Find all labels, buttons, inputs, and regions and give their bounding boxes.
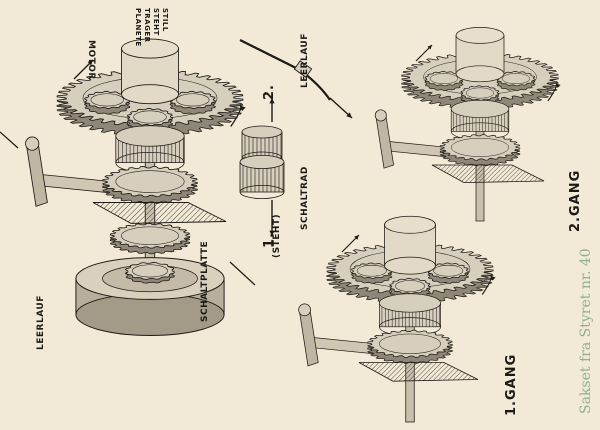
main-assembly: [25, 38, 246, 336]
lever-pivot: [25, 136, 40, 151]
shift-rod: [35, 173, 113, 194]
schaltrad-upper: [241, 125, 283, 165]
lower-cable: [229, 261, 256, 286]
shift-plate: [358, 362, 479, 382]
rotation-arrow-left: [73, 59, 94, 80]
cable-arrow: [329, 97, 353, 119]
lever-pivot: [298, 303, 311, 317]
shift-plate: [431, 164, 545, 184]
pinion-gear: [109, 222, 191, 255]
schaltrad-lower: [239, 154, 285, 199]
planet-gear-right: [496, 71, 536, 91]
shift-gear: [102, 165, 198, 204]
rotation-arrow-right: [547, 83, 561, 102]
down-arrow-step-1: [269, 200, 275, 236]
leerlauf-left-label: LEERLAUF: [36, 295, 46, 350]
first-gear-label: 1.GANG: [504, 353, 519, 416]
shift-rod: [307, 336, 377, 355]
carrier-drum: [455, 27, 505, 83]
cable-fitting: [293, 60, 313, 78]
bowden-cable: [239, 39, 331, 101]
schaltrad-label: SCHALTRAD: [300, 166, 310, 230]
sun-gear-stack: [379, 293, 441, 337]
planet-carrier-label-4: STILL: [161, 8, 169, 32]
sun-gear-stack: [115, 125, 185, 174]
clutch-drum: [75, 257, 225, 336]
planet-gear-left: [351, 262, 393, 284]
shift-lever: [375, 113, 395, 169]
planet-carrier-label-2: TRAGER: [143, 8, 151, 43]
second-gear-label: 2.GANG: [568, 169, 583, 232]
step-1-label: 1.: [262, 232, 277, 248]
shift-rod: [383, 140, 449, 158]
rotation-arrow-left: [415, 44, 433, 62]
carrier-drum: [121, 38, 179, 105]
planet-carrier-label-3: STEHT: [152, 8, 160, 36]
shift-gear: [367, 329, 453, 364]
carrier-drum: [384, 215, 436, 275]
shift-lever: [26, 141, 48, 207]
input-pointer: [0, 131, 19, 149]
rotation-arrow-right: [230, 105, 246, 127]
first-gear-assembly: [298, 215, 496, 423]
sun-gear-stack: [450, 100, 510, 141]
second-gear-assembly: [374, 27, 561, 222]
schaltplatte-label: SCHALTPLATTE: [200, 240, 210, 322]
up-arrow-step-2: [269, 98, 275, 122]
motor-label: MOTOR: [86, 40, 96, 80]
lever-pivot: [374, 109, 387, 122]
planet-gear-left: [424, 71, 464, 91]
rotation-arrow-right: [481, 275, 496, 295]
planet-carrier-label-1: PLANETE: [134, 8, 142, 47]
shift-lever: [299, 307, 319, 367]
sprocket-gear: [124, 262, 176, 284]
source-credit: Sakset fra Styret nr. 40: [578, 248, 594, 414]
planet-gear-right: [169, 90, 216, 115]
shift-gear: [439, 134, 521, 167]
planet-gear-left: [84, 90, 131, 115]
shift-plate: [92, 202, 227, 224]
leerlauf-top-label: LEERLAUF: [300, 33, 310, 88]
rotation-arrow-left: [341, 234, 360, 253]
step-2-label: 2.: [262, 84, 277, 100]
